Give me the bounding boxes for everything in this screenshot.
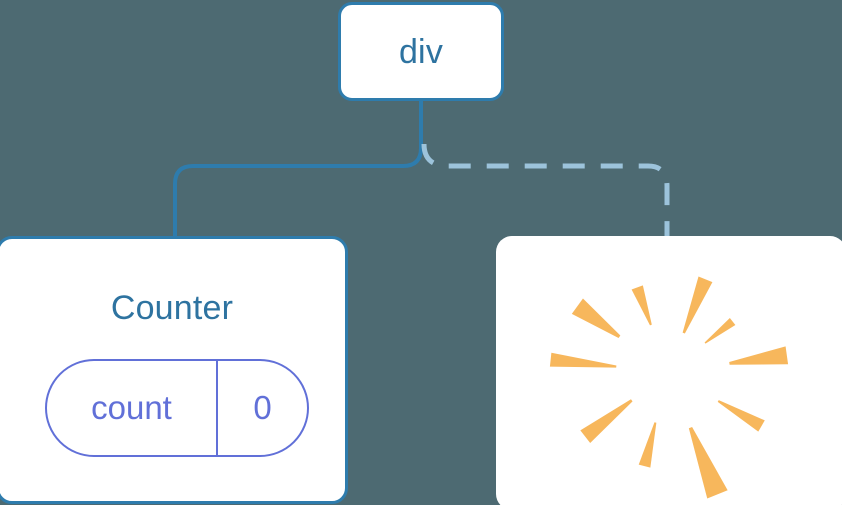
- sparkle-ray-2: [704, 317, 736, 344]
- state-pill[interactable]: count 0: [45, 359, 309, 457]
- node-counter-label: Counter: [110, 289, 234, 327]
- sparkle-ray-4: [717, 400, 765, 432]
- sparkle-ray-8: [549, 352, 617, 368]
- sparkle-ray-3: [729, 346, 789, 365]
- sparkle-burst-icon: [549, 276, 789, 499]
- node-sparkle-panel[interactable]: [496, 236, 842, 505]
- state-key: count: [47, 361, 218, 455]
- sparkle-ray-9: [571, 298, 621, 338]
- sparkle-ray-6: [638, 422, 657, 468]
- sparkle-ray-5: [688, 426, 728, 499]
- edge-div-to-sparkle: [421, 143, 670, 240]
- node-div-label: div: [398, 32, 444, 71]
- edge-div-to-counter: [173, 99, 423, 242]
- node-div[interactable]: div: [338, 2, 504, 101]
- state-value: 0: [253, 389, 272, 426]
- sparkle-ray-1: [682, 276, 713, 334]
- sparkle-ray-10: [631, 285, 652, 326]
- sparkle-ray-group: [549, 276, 789, 499]
- node-counter[interactable]: Counter count 0: [0, 236, 348, 504]
- sparkle-ray-7: [580, 399, 633, 443]
